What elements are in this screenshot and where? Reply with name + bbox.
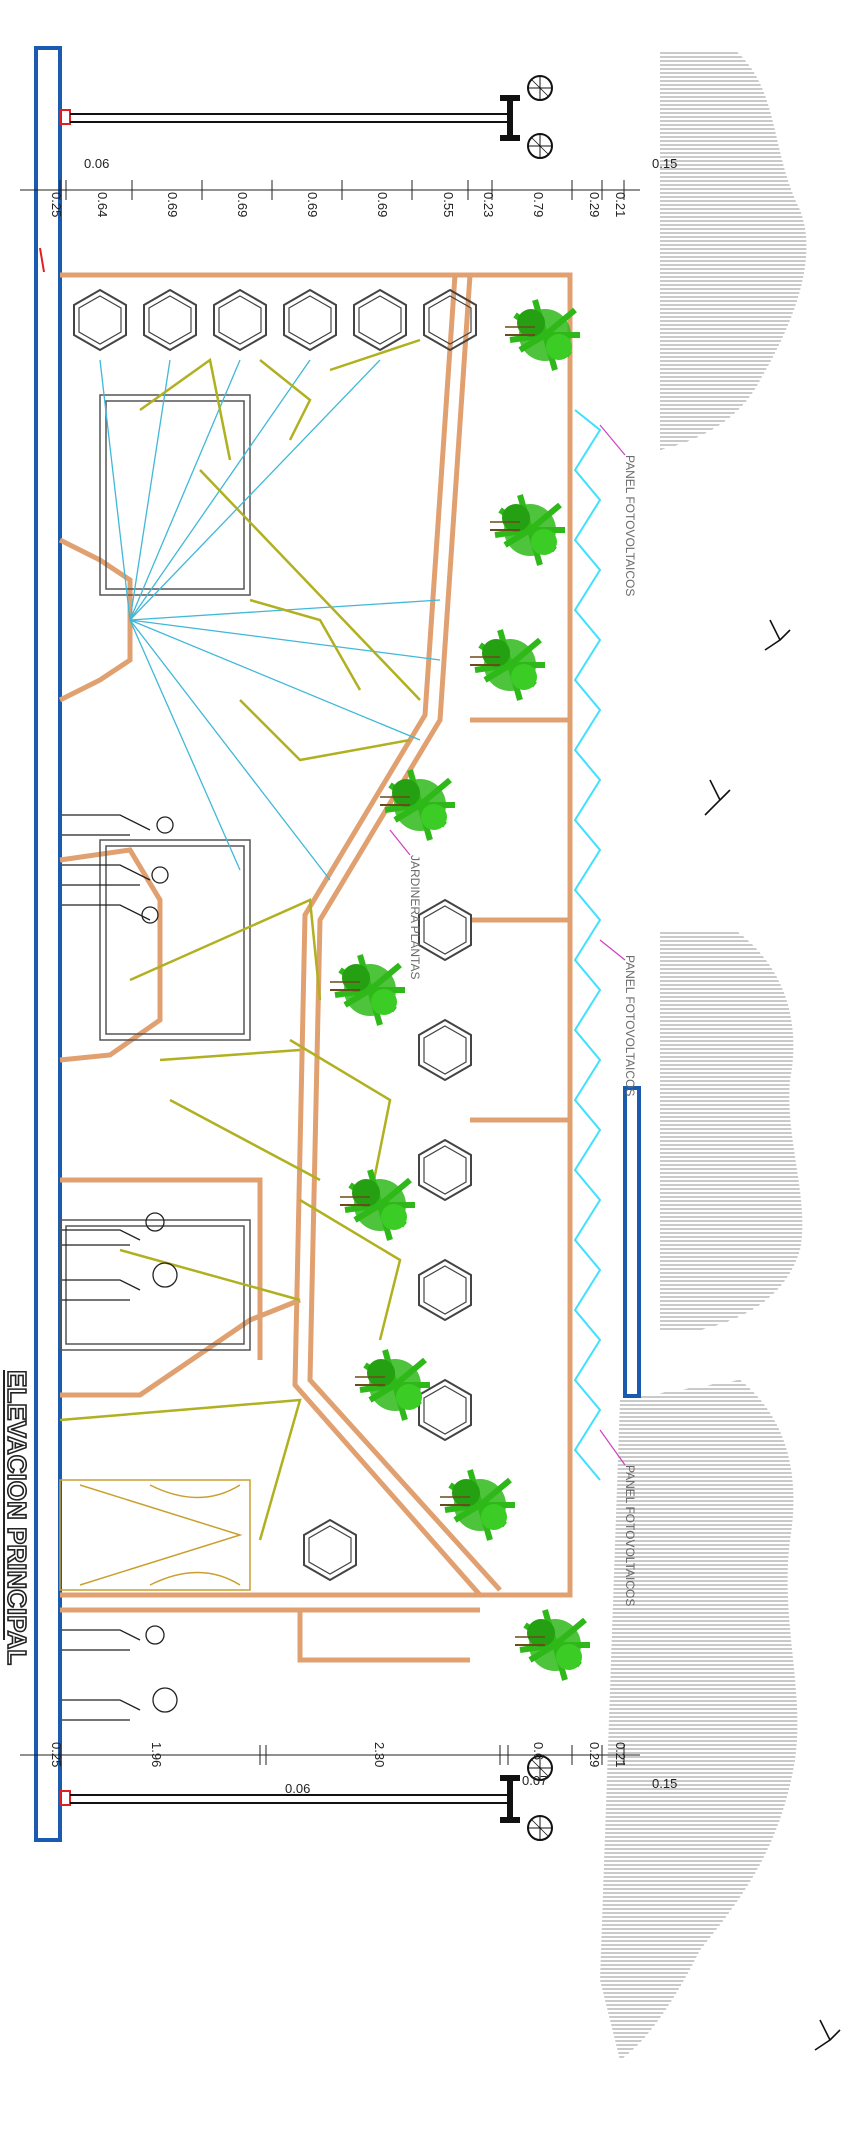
leader-lines xyxy=(389,424,626,1466)
top-dim-4: 0.69 xyxy=(305,192,320,217)
bottom-dim-1: 1.96 xyxy=(149,1742,164,1767)
olive-fan-lines xyxy=(59,338,421,1541)
bottom-dim-0: 0.25 xyxy=(49,1742,64,1767)
top-dim-7: 0.23 xyxy=(481,192,496,217)
gate-panels xyxy=(59,1479,251,1591)
annotation-notes: PANEL FOTOVOLTAICOS PANEL FOTOVOLTAICOS … xyxy=(408,455,637,1606)
top-small-dim-0: 0.06 xyxy=(84,156,109,171)
people-figures xyxy=(62,814,178,1721)
top-dim-3: 0.69 xyxy=(235,192,250,217)
top-dim-9: 0.29 xyxy=(587,192,602,217)
bottom-dim-4: 0.29 xyxy=(587,1742,602,1767)
top-dimension-line xyxy=(20,180,640,200)
background-hills xyxy=(600,50,807,2060)
photovoltaic-panels xyxy=(573,409,602,1481)
planter-plants xyxy=(330,300,590,1680)
building-structure xyxy=(58,272,573,1663)
top-dim-8: 0.79 xyxy=(531,192,546,217)
lamp-post-top xyxy=(59,75,553,159)
top-dim-1: 0.64 xyxy=(95,192,110,217)
dimension-labels: 0.25 0.64 0.69 0.69 0.69 0.69 0.55 0.23 … xyxy=(49,156,677,1796)
top-dim-2: 0.69 xyxy=(165,192,180,217)
sketch-marks xyxy=(704,619,841,2051)
bottom-dim-3: 0.6 xyxy=(531,1742,546,1760)
note-panel-2: PANEL FOTOVOLTAICOS xyxy=(623,955,637,1096)
blue-element xyxy=(623,1086,641,1398)
bottom-dimension-line xyxy=(20,1745,640,1765)
top-dim-5: 0.69 xyxy=(375,192,390,217)
bottom-small-dim-1: 0.07 xyxy=(522,1773,547,1788)
note-planter: JARDINERA PLANTAS xyxy=(408,855,422,979)
top-dim-0: 0.25 xyxy=(49,192,64,217)
bottom-dim-5: 0.21 xyxy=(613,1742,628,1767)
drawing-title: ELEVACION PRINCIPAL xyxy=(2,1370,32,1665)
top-dim-6: 0.55 xyxy=(441,192,456,217)
bottom-dim-2: 2.30 xyxy=(372,1742,387,1767)
ground-slab xyxy=(34,46,62,1842)
lamp-post-bottom xyxy=(59,1755,553,1841)
note-panel-1: PANEL FOTOVOLTAICOS xyxy=(623,455,637,596)
top-small-dim-1: 0.15 xyxy=(652,156,677,171)
window-frames xyxy=(59,394,251,1351)
bottom-small-dim-2: 0.15 xyxy=(652,1776,677,1791)
red-accents xyxy=(39,247,45,273)
note-panel-3: PANEL FOTOVOLTAICOS xyxy=(623,1465,637,1606)
bottom-small-dim-0: 0.06 xyxy=(285,1781,310,1796)
top-dim-10: 0.21 xyxy=(613,192,628,217)
